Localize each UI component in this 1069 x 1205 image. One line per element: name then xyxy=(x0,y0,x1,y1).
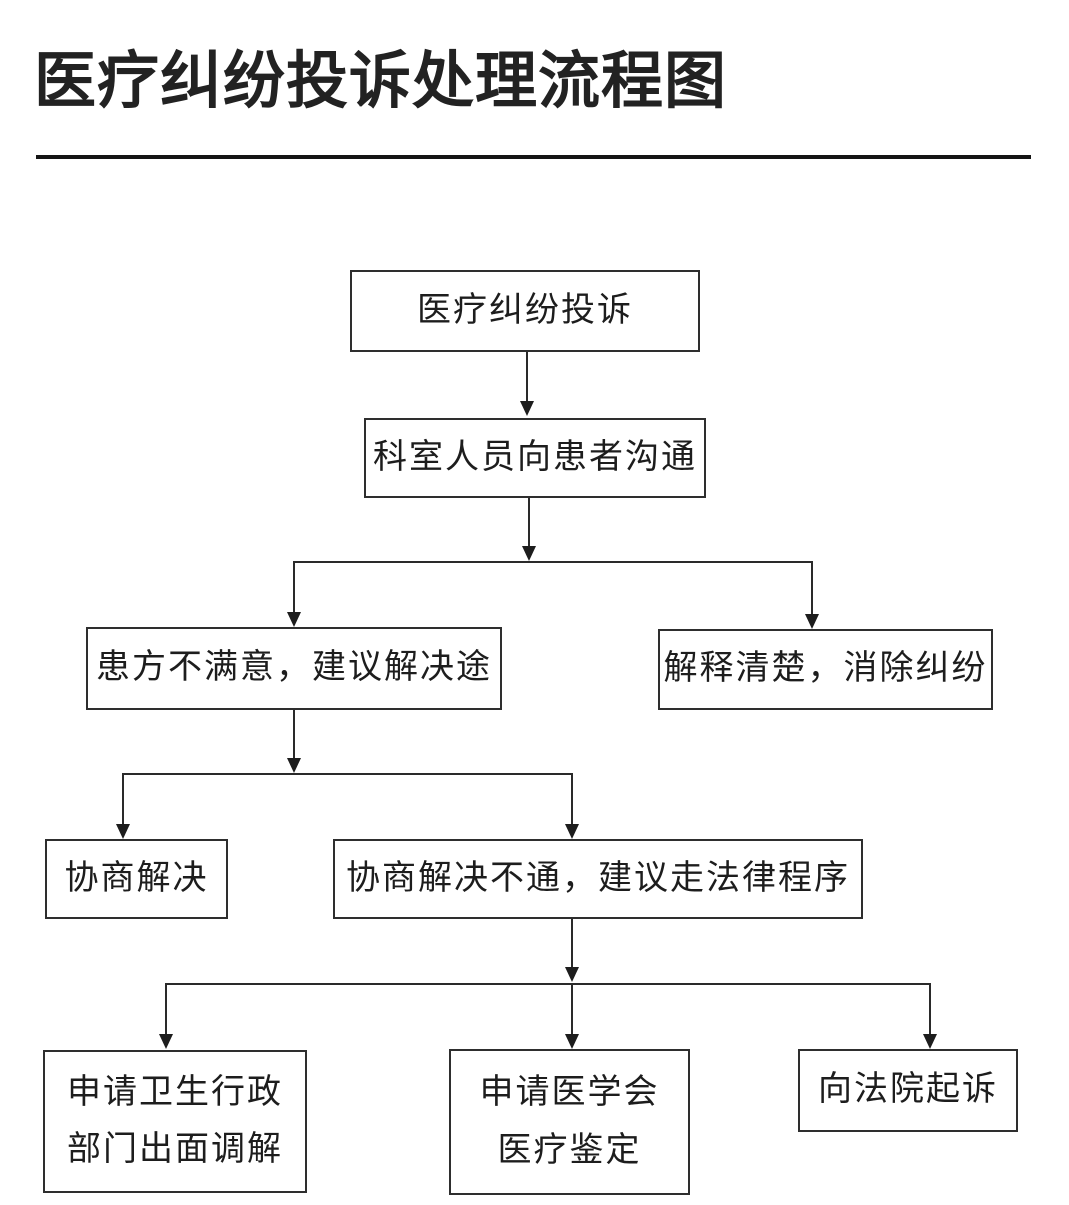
connector-branch3-right-arrowhead xyxy=(923,1034,937,1049)
connector-communicate-branch-line xyxy=(528,498,530,546)
connector-unsatisfied-branch-line xyxy=(293,710,295,758)
connector-branch1-right-arrowhead xyxy=(805,614,819,629)
node-unsatisfied-label: 患方不满意，建议解决途 xyxy=(96,649,492,687)
node-admin-mediation-label-line1: 申请卫生行政 xyxy=(67,1074,283,1111)
connector-branch1-right-line xyxy=(811,561,813,614)
node-legal: 协商解决不通，建议走法律程序 xyxy=(333,839,863,919)
node-resolved-label: 解释清楚，消除纠纷 xyxy=(663,650,988,688)
node-unsatisfied: 患方不满意，建议解决途 xyxy=(86,627,502,710)
node-negotiate: 协商解决 xyxy=(45,839,228,919)
connector-branch2-right-line xyxy=(571,773,573,825)
connector-branch3-middle-line xyxy=(571,983,573,1035)
branch1-horizontal-line xyxy=(293,561,813,563)
branch3-horizontal-line xyxy=(165,983,931,985)
connector-complaint-communicate-arrowhead xyxy=(520,401,534,416)
node-negotiate-label: 协商解决 xyxy=(64,859,209,897)
node-legal-label: 协商解决不通，建议走法律程序 xyxy=(346,859,850,897)
node-medical-appraisal-label-line1: 申请医学会 xyxy=(479,1074,660,1111)
connector-branch3-left-line xyxy=(165,983,167,1035)
node-resolved: 解释清楚，消除纠纷 xyxy=(658,629,993,710)
connector-legal-branch-arrowhead xyxy=(565,967,579,982)
connector-branch2-left-arrowhead xyxy=(116,824,130,839)
connector-unsatisfied-branch-arrowhead xyxy=(287,758,301,773)
connector-communicate-branch-arrowhead xyxy=(522,546,536,561)
connector-branch1-left-line xyxy=(293,561,295,613)
node-communicate: 科室人员向患者沟通 xyxy=(364,418,706,498)
title-divider xyxy=(36,155,1031,159)
node-communicate-label: 科室人员向患者沟通 xyxy=(373,438,697,476)
connector-branch3-middle-arrowhead xyxy=(565,1034,579,1049)
branch2-horizontal-line xyxy=(122,773,573,775)
connector-branch1-left-arrowhead xyxy=(287,612,301,627)
node-admin-mediation: 申请卫生行政 部门出面调解 xyxy=(43,1050,307,1193)
connector-legal-branch-line xyxy=(571,919,573,967)
connector-branch2-left-line xyxy=(122,773,124,825)
node-court: 向法院起诉 xyxy=(798,1049,1018,1132)
node-complaint: 医疗纠纷投诉 xyxy=(350,270,700,352)
node-medical-appraisal-label-line2: 医疗鉴定 xyxy=(497,1131,642,1169)
node-medical-appraisal: 申请医学会 医疗鉴定 xyxy=(449,1049,690,1195)
connector-branch3-right-line xyxy=(929,983,931,1035)
connector-branch2-right-arrowhead xyxy=(565,824,579,839)
node-complaint-label: 医疗纠纷投诉 xyxy=(417,291,633,329)
node-admin-mediation-label-line2: 部门出面调解 xyxy=(67,1130,283,1168)
connector-branch3-left-arrowhead xyxy=(159,1034,173,1049)
connector-complaint-communicate-line xyxy=(526,352,528,402)
page-title: 医疗纠纷投诉处理流程图 xyxy=(34,44,728,117)
node-court-label: 向法院起诉 xyxy=(818,1071,998,1109)
